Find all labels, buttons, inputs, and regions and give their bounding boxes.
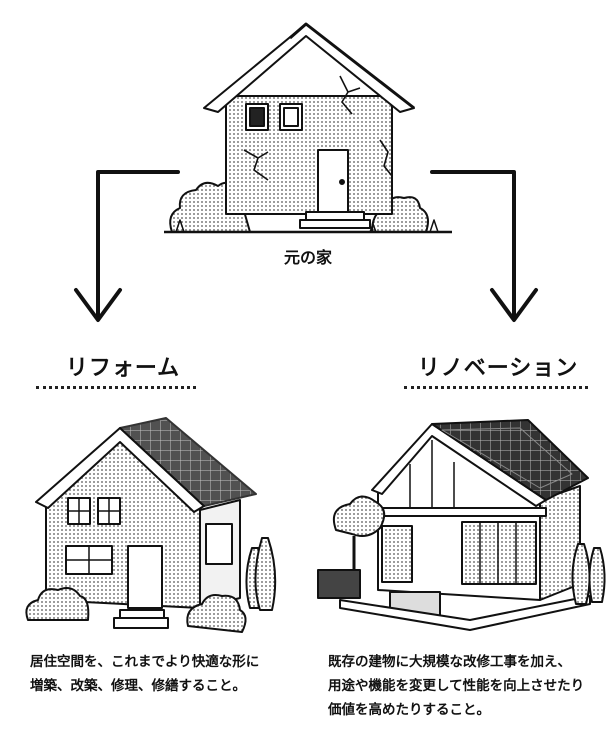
reform-description-line: 居住空間を、これまでより快適な形に (30, 654, 260, 670)
renovation-description-line: 価値を高めたりすること。 (328, 702, 490, 718)
arrow-to-renovation (430, 170, 538, 322)
renovation-house-illustration (317, 419, 606, 631)
reform-heading-divider (36, 386, 196, 389)
reform-description: 居住空間を、これまでより快適な形に 増築、改築、修理、修繕すること。 (30, 650, 290, 698)
arrow-to-reform (74, 170, 180, 322)
renovation-description: 既存の建物に大規模な改修工事を加え、 用途や機能を変更して性能を向上させたり 価… (328, 650, 612, 722)
original-house-caption: 元の家 (283, 248, 332, 267)
original-house-illustration (164, 22, 452, 234)
renovation-heading: リノベーション (417, 356, 579, 381)
reform-heading: リフォーム (65, 356, 181, 381)
reform-house-illustration (25, 417, 277, 633)
renovation-heading-divider (404, 386, 588, 389)
reform-description-line: 増築、改築、修理、修繕すること。 (30, 678, 246, 694)
renovation-description-line: 既存の建物に大規模な改修工事を加え、 (328, 654, 571, 670)
renovation-description-line: 用途や機能を変更して性能を向上させたり (328, 678, 585, 694)
